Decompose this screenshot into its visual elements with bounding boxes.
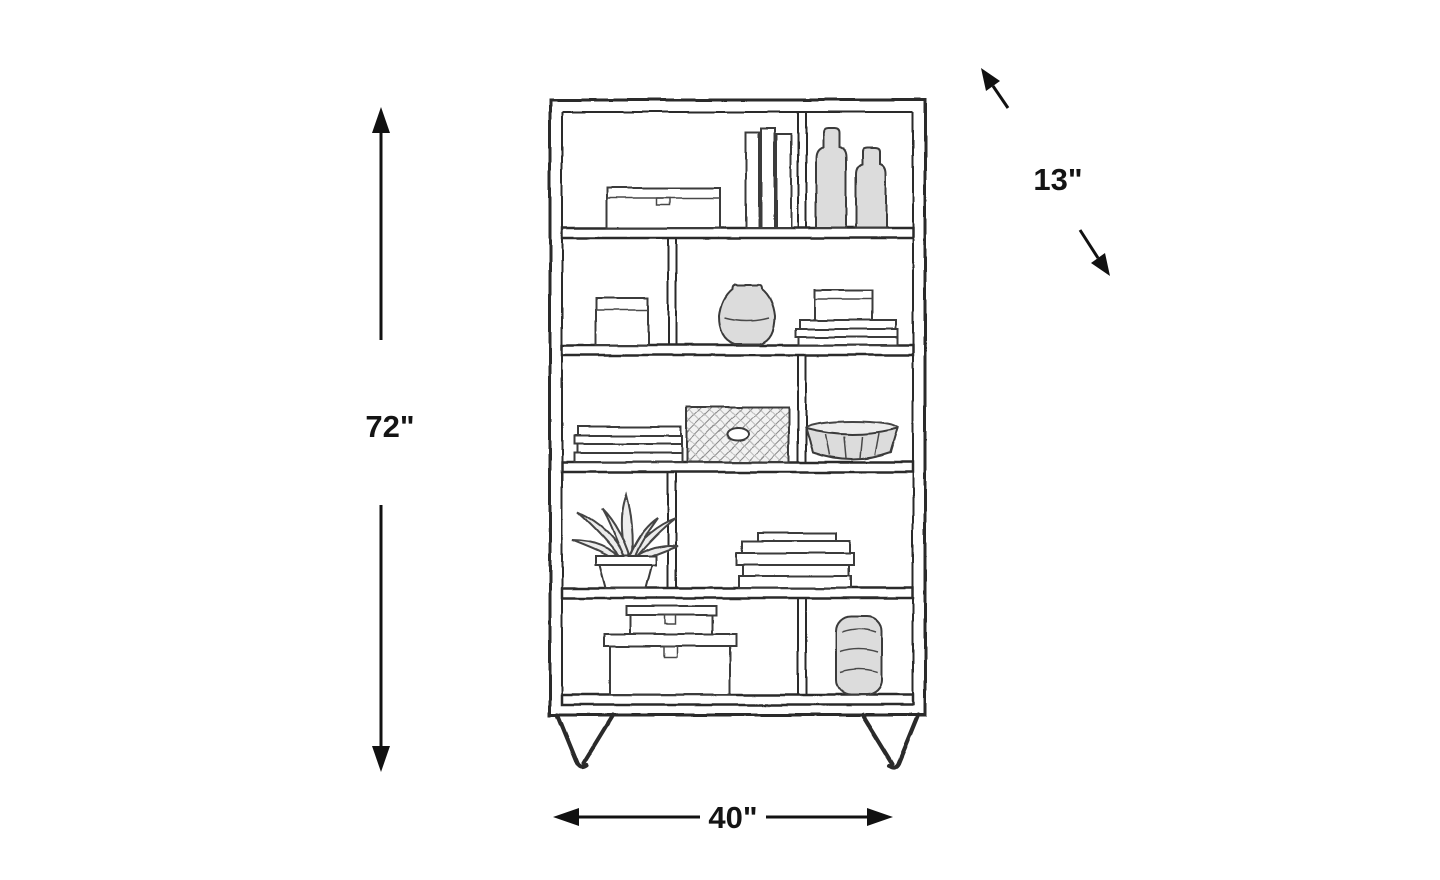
small-chest-latch [664, 614, 677, 625]
small-box [595, 297, 649, 346]
paper-stack-4 [573, 452, 683, 463]
width-dimension: 40" [553, 800, 893, 835]
book-stack-a [741, 540, 851, 554]
plant-leaf-6 [601, 507, 632, 562]
width-arrowhead-left [553, 808, 579, 826]
height-dimension: 72" [365, 107, 415, 772]
bookcase-sketch [548, 98, 927, 770]
bottle-vase-tall [815, 127, 847, 229]
shelf2-items [595, 284, 899, 346]
storage-box-latch [656, 197, 671, 206]
shelf-board-2 [560, 343, 915, 357]
book-stack-b [735, 552, 855, 566]
plant-pot-rim [595, 555, 657, 566]
shelf3-items [573, 406, 900, 463]
depth-dimension-line-lower [1078, 229, 1100, 259]
shelf4-items [571, 490, 855, 589]
paper-stack-1 [576, 426, 682, 437]
depth-dimension-label: 13" [1033, 162, 1082, 197]
shelf1-items [606, 127, 887, 229]
stacked-book-a [799, 319, 897, 330]
stacked-book-b [795, 328, 899, 338]
shelf-board-1 [560, 226, 915, 240]
book-stack-d [738, 575, 852, 589]
plant-leaf-7 [626, 517, 659, 561]
shelf5-items [603, 605, 883, 696]
height-dimension-label: 72" [365, 409, 414, 444]
paper-stack-3 [576, 443, 683, 454]
large-chest [609, 645, 731, 696]
textured-jar [835, 615, 883, 696]
right-leg-back [860, 713, 894, 766]
shelf-board-4 [560, 586, 915, 600]
width-arrowhead-right [867, 808, 893, 826]
plant-leaf-1 [577, 511, 628, 561]
jar-texture-2 [839, 648, 879, 653]
frame-outer [548, 98, 927, 717]
depth-arrowhead-up-left [981, 68, 1000, 91]
depth-arrowhead-down-right [1091, 253, 1110, 276]
bowl-rib-4 [874, 432, 880, 456]
jar-texture-1 [841, 628, 877, 633]
round-vase [717, 284, 777, 345]
shelf-board-bottom [560, 693, 915, 707]
box-on-books [813, 289, 873, 321]
height-arrowhead-up [372, 107, 390, 133]
left-leg-back [581, 713, 615, 766]
bottle-vase-short [855, 147, 887, 229]
storage-box [606, 187, 721, 229]
stacked-book-c [798, 336, 899, 346]
depth-dimension: 13" [981, 68, 1110, 276]
plant-pot [598, 564, 654, 589]
book-upright-2 [760, 127, 775, 229]
large-chest-latch [663, 645, 678, 658]
book-upright-1 [745, 131, 760, 229]
paper-stack-2 [573, 435, 683, 445]
shelf-boards [560, 226, 915, 707]
book-upright-3 [775, 133, 792, 229]
width-dimension-label: 40" [708, 800, 757, 835]
right-leg-front [887, 713, 920, 770]
height-arrowhead-down [372, 746, 390, 772]
book-stack-top [757, 532, 837, 542]
book-stack-c [742, 564, 850, 577]
shelf-board-3 [560, 460, 915, 474]
basket-handle [726, 427, 750, 441]
depth-dimension-line-upper [991, 85, 1010, 109]
large-chest-lid [603, 633, 737, 647]
bowl-rib-3 [859, 435, 863, 459]
shelf-dividers [667, 112, 807, 695]
bowl-rib-2 [843, 435, 847, 459]
hairpin-legs [555, 713, 920, 770]
jar-texture-3 [839, 668, 879, 673]
round-vase-texture [724, 317, 770, 322]
bowl-rib-1 [825, 433, 831, 456]
left-leg-front [555, 713, 588, 770]
small-chest-lid [625, 605, 717, 616]
